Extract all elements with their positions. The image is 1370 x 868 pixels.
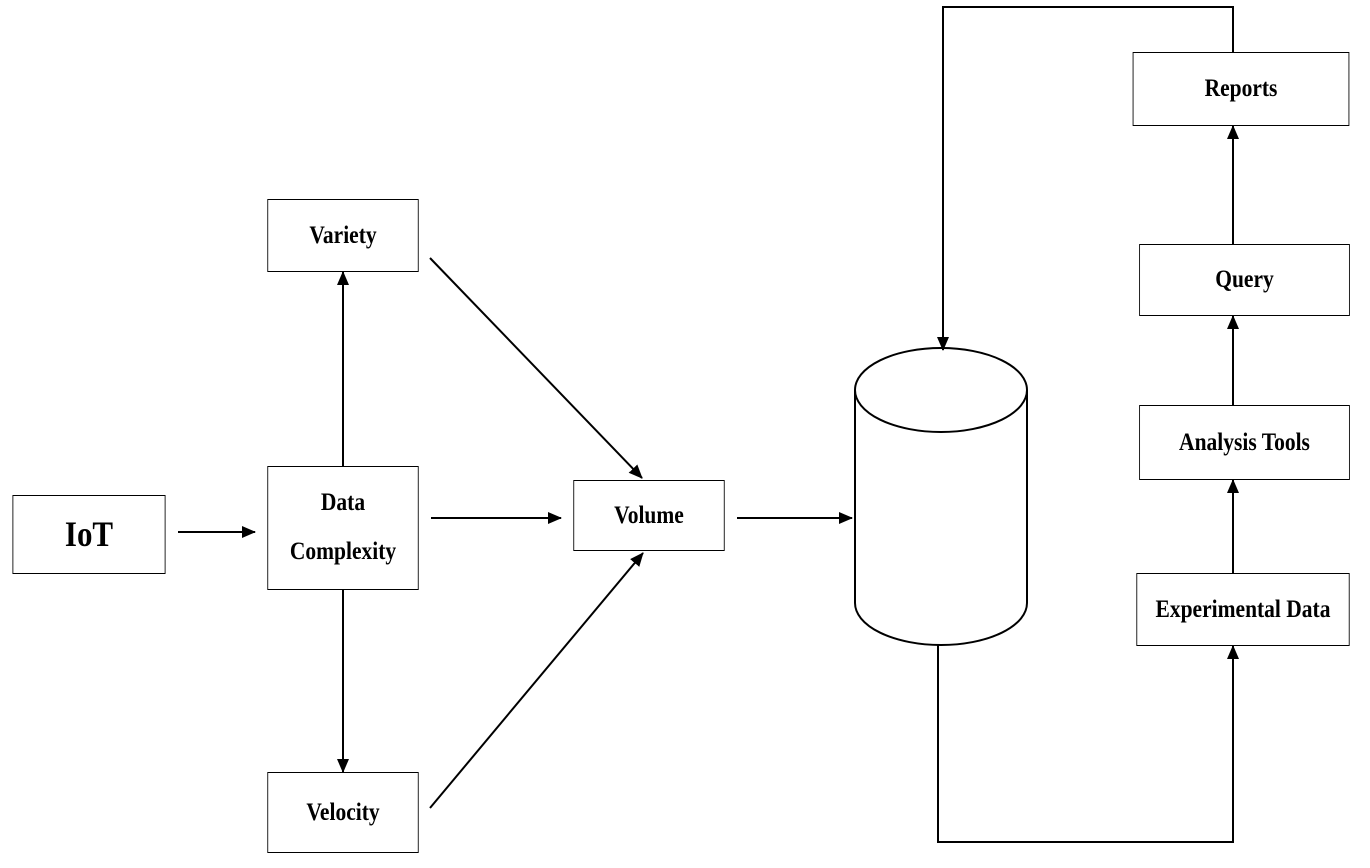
- volume-box: Volume: [573, 480, 725, 551]
- arrow-variety-to-volume: [429, 257, 643, 479]
- arrow-database-to-experimental-data: [937, 645, 1239, 843]
- data-complexity-label-line2: Complexity: [289, 538, 397, 565]
- query-label: Query: [1215, 266, 1274, 294]
- data-complexity-label-line1: Data: [320, 489, 366, 517]
- experimental-data-label: Experimental Data: [1155, 595, 1331, 623]
- analysis-tools-box: Analysis Tools: [1139, 405, 1350, 480]
- data-complexity-box: Data Complexity: [267, 466, 419, 590]
- arrow-velocity-to-volume: [429, 552, 644, 809]
- volume-label: Volume: [614, 501, 684, 529]
- variety-label: Variety: [309, 221, 377, 249]
- iot-box: IoT: [12, 495, 166, 574]
- query-box: Query: [1139, 244, 1350, 316]
- reports-box: Reports: [1132, 52, 1350, 126]
- velocity-box: Velocity: [267, 772, 419, 853]
- analysis-tools-label: Analysis Tools: [1179, 428, 1310, 456]
- reports-label: Reports: [1204, 75, 1278, 103]
- velocity-label: Velocity: [306, 798, 380, 826]
- database-cylinder: [854, 347, 1028, 646]
- experimental-data-box: Experimental Data: [1136, 573, 1350, 646]
- iot-label: IoT: [64, 514, 114, 555]
- arrow-reports-to-database: [937, 6, 1234, 351]
- variety-box: Variety: [267, 199, 419, 272]
